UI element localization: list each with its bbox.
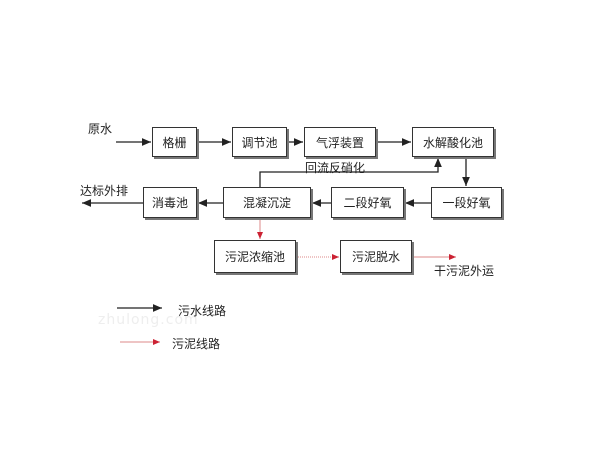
node-regulating-tank: 调节池 [232, 127, 287, 157]
legend-sludge-label: 污泥线路 [172, 337, 221, 351]
label-dry-sludge: 干污泥外运 [434, 264, 495, 278]
node-aerobic-2: 二段好氧 [331, 187, 404, 218]
node-grille: 格栅 [152, 127, 197, 157]
label-recycle: 回流反硝化 [305, 161, 366, 175]
node-sludge-thickener: 污泥浓缩池 [214, 240, 296, 273]
node-hydrolysis-tank: 水解酸化池 [412, 127, 494, 157]
recycle-line [259, 158, 442, 187]
label-discharge: 达标外排 [80, 184, 129, 198]
node-disinfection-tank: 消毒池 [143, 187, 197, 218]
label-raw-water: 原水 [88, 122, 113, 136]
node-sludge-dewatering: 污泥脱水 [340, 240, 412, 273]
node-aerobic-1: 一段好氧 [431, 187, 502, 218]
node-air-flotation: 气浮装置 [304, 127, 376, 157]
legend-sewage-label: 污水线路 [178, 304, 227, 318]
watermark: zhulong.com [98, 312, 199, 328]
node-coag-sedimentation: 混凝沉淀 [223, 187, 311, 218]
